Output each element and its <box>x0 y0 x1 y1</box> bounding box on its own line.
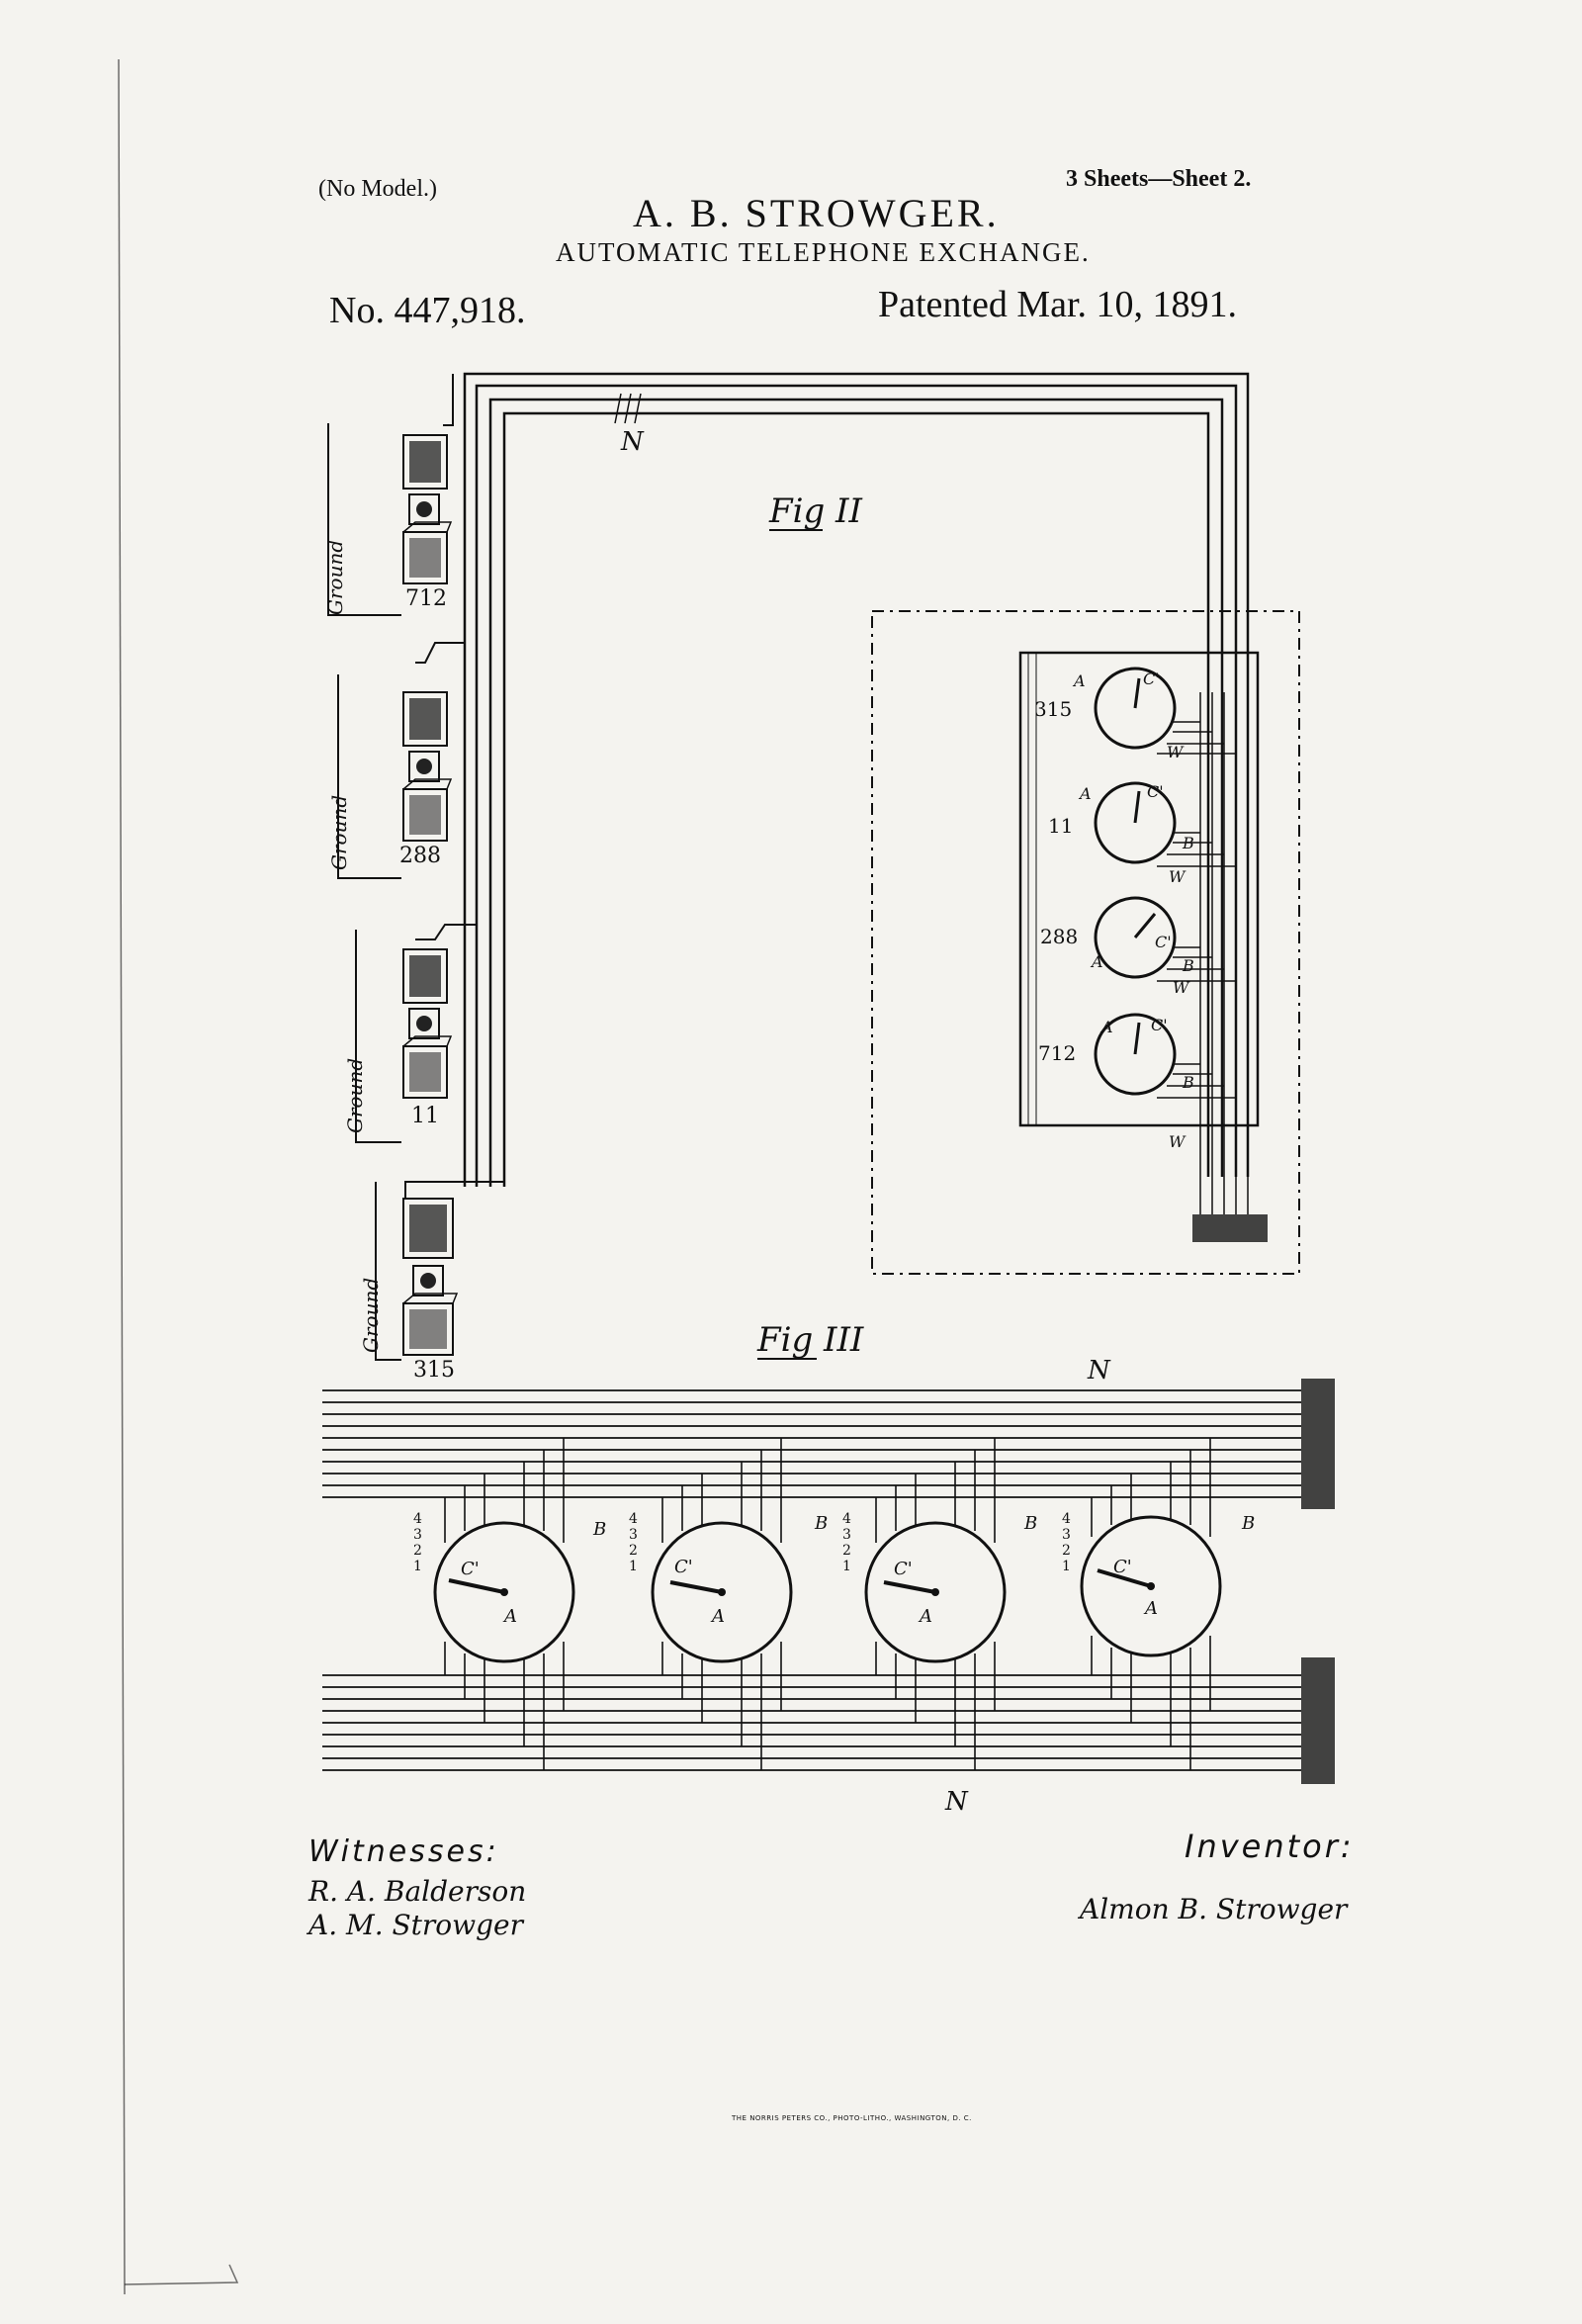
exchange-row-288: 288 A C' B W <box>1040 896 1236 997</box>
exchange-row-315: 315 A C' W <box>1034 667 1236 761</box>
fig3-switch-2: C' A B 4 3 2 1 <box>629 1438 828 1770</box>
fig3-switch-3: C' A B 4 3 2 1 <box>842 1438 1037 1770</box>
switch-contact-4: 4 <box>629 1511 638 1527</box>
exchange-label-a: A <box>1090 952 1103 971</box>
switch-contact-1: 1 <box>1062 1559 1071 1574</box>
switch-label-a: A <box>1143 1598 1158 1619</box>
exchange-number-712: 712 <box>1038 1041 1076 1065</box>
switch-label-b: B <box>592 1519 606 1540</box>
inventor-signature: Almon B. Strowger <box>1080 1893 1348 1925</box>
switch-contact-1: 1 <box>842 1559 851 1574</box>
switch-contact-4: 4 <box>1062 1511 1071 1527</box>
switch-contact-4: 4 <box>842 1511 851 1527</box>
station-number-11: 11 <box>411 1104 439 1128</box>
fig3-switch-4: C' A B 4 3 2 1 <box>1062 1438 1255 1770</box>
switch-contact-3: 3 <box>842 1527 851 1543</box>
sheet-bottom-edge <box>124 2264 239 2285</box>
exchange-label-w: W <box>1169 867 1186 886</box>
patent-title: AUTOMATIC TELEPHONE EXCHANGE. <box>556 237 1091 267</box>
sheet-number: 3 Sheets—Sheet 2. <box>1066 166 1252 192</box>
exchange-switchboard <box>1018 651 1260 1127</box>
fig3-wire-label-bottom: N <box>944 1787 969 1817</box>
switch-label-c: C' <box>1113 1557 1132 1577</box>
exchange-label-c: C' <box>1155 933 1172 951</box>
switch-contact-2: 2 <box>1062 1543 1071 1559</box>
no-model-note: (No Model.) <box>318 176 437 202</box>
fig2-station-11: 11 Ground <box>343 930 453 1143</box>
exchange-row-11: 11 A C' B W <box>1048 781 1236 886</box>
switch-label-a: A <box>502 1606 517 1627</box>
station-number-288: 288 <box>399 844 441 868</box>
fig2-wire-label: N <box>620 427 645 457</box>
fig3-diagram: Fig III <box>322 1320 1335 1817</box>
fig2-diagram: Fig II N <box>323 372 1300 1383</box>
witnesses-heading: Witnesses: <box>308 1834 499 1869</box>
switch-contact-2: 2 <box>629 1543 638 1559</box>
exchange-label-a: A <box>1099 1018 1113 1036</box>
exchange-enclosure <box>871 610 1300 1275</box>
fig2-station-712: 712 Ground <box>323 423 453 616</box>
fig3-switch-1: C' A B 4 3 2 1 <box>413 1438 606 1770</box>
station-number-315: 315 <box>413 1358 455 1383</box>
fig3-label: Fig III <box>756 1320 864 1360</box>
patent-number: No. 447,918. <box>329 290 526 331</box>
witness-2-signature: A. M. Strowger <box>308 1909 524 1941</box>
switch-contact-3: 3 <box>629 1527 638 1543</box>
switch-contact-3: 3 <box>413 1527 422 1543</box>
station-ground-288: Ground <box>327 795 351 870</box>
exchange-label-a: A <box>1078 784 1092 803</box>
switch-label-b: B <box>1241 1513 1255 1534</box>
switch-contact-1: 1 <box>413 1559 422 1574</box>
exchange-label-c: C' <box>1147 782 1164 801</box>
exchange-label-c: C' <box>1143 670 1160 688</box>
switch-label-a: A <box>710 1606 725 1627</box>
switch-label-c: C' <box>461 1559 480 1579</box>
station-ground-315: Ground <box>359 1278 383 1353</box>
fig3-upper-bus <box>322 1389 1301 1498</box>
printer-credit: THE NORRIS PETERS CO., PHOTO-LITHO., WAS… <box>732 2114 972 2122</box>
exchange-label-c: C' <box>1151 1016 1168 1034</box>
exchange-label-b: B <box>1182 956 1194 975</box>
inventor-heading: Inventor: <box>1185 1828 1355 1865</box>
switch-label-c: C' <box>894 1559 913 1579</box>
station-ground-11: Ground <box>343 1058 367 1133</box>
inventor-name: A. B. STROWGER. <box>633 191 1000 235</box>
switch-label-a: A <box>918 1606 932 1627</box>
switch-label-b: B <box>1023 1513 1037 1534</box>
fig3-wire-label-top: N <box>1087 1356 1111 1385</box>
exchange-label-a: A <box>1072 671 1086 690</box>
station-ground-712: Ground <box>323 540 347 615</box>
fig2-station-branches <box>404 374 504 1199</box>
exchange-label-b: B <box>1182 1073 1194 1092</box>
witness-1-signature: R. A. Balderson <box>308 1875 527 1908</box>
fig2-station-288: 288 Ground <box>327 674 453 879</box>
exchange-label-w: W <box>1169 1132 1186 1151</box>
switch-contact-2: 2 <box>842 1543 851 1559</box>
switch-contact-2: 2 <box>413 1543 422 1559</box>
exchange-number-315: 315 <box>1034 697 1072 721</box>
switch-contact-4: 4 <box>413 1511 422 1527</box>
exchange-label-w: W <box>1173 978 1190 997</box>
switch-contact-1: 1 <box>629 1559 638 1574</box>
station-number-712: 712 <box>405 586 447 611</box>
sheet-left-edge <box>118 58 126 2295</box>
exchange-number-288: 288 <box>1040 925 1078 948</box>
exchange-number-11: 11 <box>1048 814 1073 838</box>
exchange-label-w: W <box>1167 743 1185 761</box>
exchange-row-712: 712 A C' B W <box>1038 1013 1236 1151</box>
switch-contact-3: 3 <box>1062 1527 1071 1543</box>
exchange-label-b: B <box>1182 834 1194 852</box>
fig2-label: Fig II <box>768 492 862 531</box>
patent-date: Patented Mar. 10, 1891. <box>878 284 1238 325</box>
switch-label-c: C' <box>674 1557 693 1577</box>
fig3-lower-bus <box>322 1674 1301 1771</box>
switch-label-b: B <box>814 1513 828 1534</box>
fig2-station-315: 315 Ground <box>359 1182 459 1383</box>
